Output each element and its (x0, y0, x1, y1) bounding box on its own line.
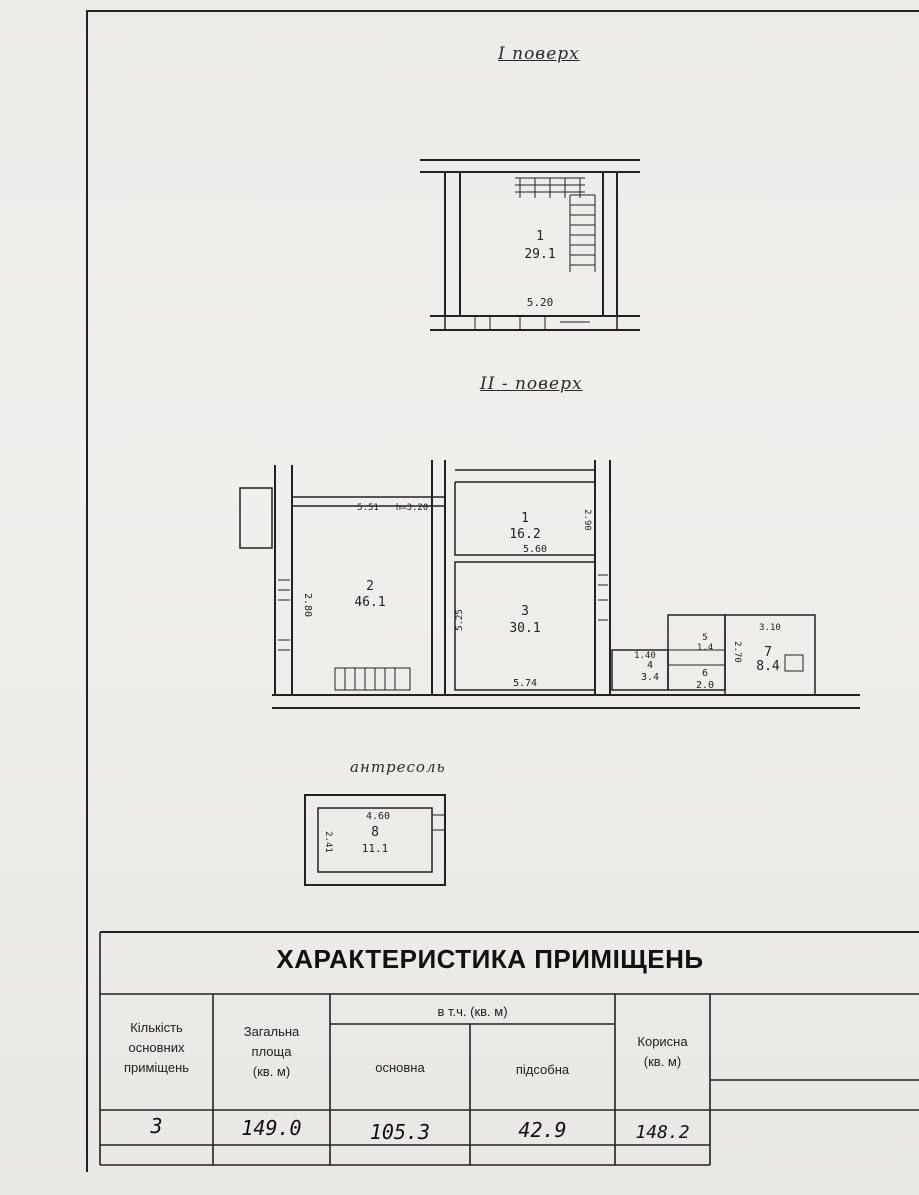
f2-room-2-area: 46.1 (354, 595, 385, 610)
f2-dim-4: 2.80 (302, 593, 313, 617)
value-aux: 42.9 (518, 1118, 567, 1142)
f2-room-1-num: 1 (521, 511, 529, 526)
header-count-line-1: Кількість (130, 1020, 183, 1035)
second-floor-title: II - поверх (480, 374, 583, 394)
floor-plans: 1 29.1 5.20 1 16.2 2 46.1 3 30.1 4 3.4 5… (239, 159, 860, 886)
header-count-line-3: приміщень (123, 1060, 190, 1075)
first-floor-title: I поверх (498, 44, 580, 64)
f2-room-3-area: 30.1 (509, 621, 540, 636)
mezzanine-plan (304, 794, 446, 886)
mezzanine-title: антресоль (350, 758, 446, 776)
m-room-8-area: 11.1 (362, 842, 389, 855)
f2-room-5-area: 1.4 (697, 643, 713, 653)
f2-room-6-num: 6 (702, 668, 708, 679)
header-total-line-2: площа (251, 1044, 292, 1059)
value-count: 3 (150, 1114, 163, 1138)
m-dim-1: 2.41 (323, 831, 333, 853)
f2-dim-8: 2.70 (732, 641, 742, 663)
f2-dim-7: 3.10 (759, 623, 781, 633)
header-total-line-1: Загальна (243, 1024, 300, 1039)
f2-dim-2: 2.90 (582, 509, 592, 531)
header-useful-line-1: Корисна (637, 1034, 688, 1049)
f1-dim-0: 5.20 (527, 296, 554, 309)
f1-room-1-num: 1 (536, 229, 544, 244)
header-incl: в т.ч. (кв. м) (437, 1004, 508, 1019)
header-total: Загальна площа (кв. м) (213, 1022, 330, 1082)
f2-room-1-area: 16.2 (509, 527, 540, 542)
f2-room-3-num: 3 (521, 604, 529, 619)
header-useful: Корисна (кв. м) (615, 1032, 710, 1072)
f2-room-4-area: 3.4 (641, 672, 659, 683)
f2-room-2-num: 2 (366, 579, 374, 594)
f2-room-6-area: 2.0 (696, 680, 714, 691)
table-title: ХАРАКТЕРИСТИКА ПРИМІЩЕНЬ (276, 944, 704, 974)
header-count-line-2: основних (128, 1040, 185, 1055)
f2-dim-9: 1.40 (634, 651, 656, 661)
f2-dim-1: h=3.20 (396, 503, 429, 513)
header-total-line-3: (кв. м) (252, 1064, 291, 1079)
first-floor-plan (420, 159, 640, 331)
second-floor-plan (239, 460, 860, 709)
f2-dim-0: 5.51 (357, 503, 379, 513)
header-count: Кількість основних приміщень (100, 1018, 213, 1078)
value-main: 105.3 (369, 1120, 431, 1144)
m-room-8-num: 8 (371, 825, 379, 840)
f2-room-7-num: 7 (764, 645, 772, 660)
header-main: основна (375, 1060, 425, 1075)
header-useful-line-2: (кв. м) (643, 1054, 682, 1069)
f2-dim-5: 5.25 (455, 609, 465, 631)
f2-dim-6: 5.74 (513, 678, 537, 689)
f2-room-5-num: 5 (702, 633, 707, 643)
header-aux: підсобна (515, 1062, 570, 1077)
f2-room-4-num: 4 (647, 660, 653, 671)
f1-room-1-area: 29.1 (524, 247, 555, 262)
f2-room-7-area: 8.4 (756, 659, 780, 674)
value-total: 149.0 (241, 1116, 302, 1140)
value-useful: 148.2 (635, 1122, 690, 1143)
m-dim-0: 4.60 (366, 811, 390, 822)
drawing-frame (86, 10, 919, 1172)
f2-dim-3: 5.60 (523, 544, 547, 555)
